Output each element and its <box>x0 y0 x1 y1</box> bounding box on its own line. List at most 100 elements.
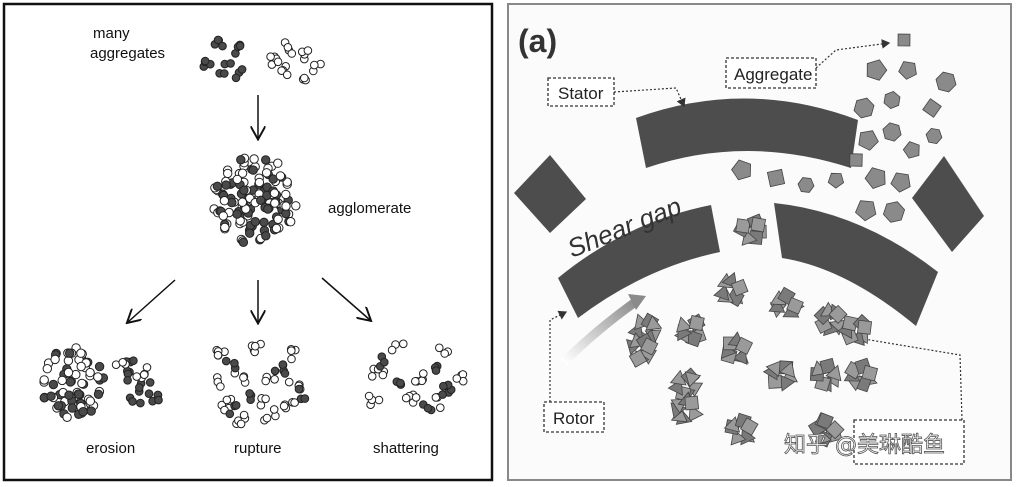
cluster-crystal <box>825 420 845 440</box>
particle <box>248 165 258 175</box>
label-rotor: Rotor <box>553 409 595 428</box>
particle <box>238 237 249 248</box>
particle <box>261 231 271 241</box>
crystal <box>922 98 942 118</box>
rotor-label-box <box>543 401 605 433</box>
particle <box>74 389 84 399</box>
particle <box>262 413 272 423</box>
crystal <box>849 153 863 167</box>
particle <box>250 217 261 227</box>
aggregate-pointer <box>815 39 891 69</box>
particle <box>39 375 49 385</box>
agglomerate-particles <box>209 153 301 248</box>
particle <box>76 361 86 372</box>
rotor-piece-left <box>558 205 720 318</box>
particle <box>266 52 275 62</box>
particle <box>269 188 280 198</box>
particle <box>438 390 447 399</box>
particle <box>145 378 155 387</box>
particle <box>85 396 96 406</box>
particle <box>221 356 231 366</box>
particle <box>280 369 290 378</box>
cluster-crystal <box>816 412 834 430</box>
particle <box>270 366 280 376</box>
crystal <box>897 33 911 47</box>
cluster-crystal <box>786 296 804 315</box>
cluster-crystal <box>734 336 754 355</box>
crystal <box>858 130 879 151</box>
label-erosion: erosion <box>86 440 135 457</box>
rotation-arrowhead <box>628 294 646 310</box>
particle <box>374 395 384 405</box>
particle <box>399 339 408 349</box>
particle <box>281 201 291 211</box>
particle <box>270 375 279 384</box>
particle <box>300 394 310 403</box>
particle <box>132 372 141 381</box>
particle <box>220 69 229 78</box>
particle <box>290 398 299 407</box>
arrow-to-erosion <box>128 279 176 322</box>
particle <box>273 214 283 225</box>
panel-label-a: (a) <box>518 23 557 59</box>
particle <box>78 407 88 417</box>
particle <box>435 343 444 353</box>
particle <box>46 391 56 401</box>
particle <box>64 390 74 400</box>
particle <box>219 196 230 206</box>
particle <box>411 377 420 386</box>
particle <box>256 195 266 206</box>
particle <box>144 389 154 399</box>
particle <box>287 354 296 364</box>
crystal <box>882 122 902 142</box>
aggregate-crystals <box>731 33 957 223</box>
crystal <box>797 177 815 193</box>
particle <box>77 378 87 389</box>
particle <box>231 73 241 83</box>
particle <box>270 198 280 208</box>
particle <box>128 397 137 406</box>
agglomerate-clusters <box>626 213 879 448</box>
cluster-crystal <box>730 278 749 297</box>
particle <box>300 73 309 83</box>
crystal <box>766 168 786 188</box>
particle <box>85 367 95 378</box>
particle <box>231 401 241 410</box>
particle <box>423 403 433 413</box>
particle <box>436 403 445 413</box>
particle <box>67 403 78 413</box>
particle <box>452 374 462 383</box>
particle <box>220 222 230 233</box>
cluster-crystal <box>825 364 842 382</box>
particle <box>367 372 377 381</box>
crystal <box>827 172 845 189</box>
label-shattering: shattering <box>373 440 439 457</box>
particle <box>254 177 265 188</box>
particle <box>93 389 104 399</box>
breakup-mechanisms-panel: many aggregates agglomerate erosion rupt… <box>0 0 496 487</box>
shattering-particles <box>364 339 468 415</box>
crystal <box>866 59 888 81</box>
particle <box>245 389 254 398</box>
particle <box>225 409 235 419</box>
cluster-crystal <box>684 395 700 411</box>
particle <box>212 181 223 192</box>
crystal <box>883 91 901 109</box>
particle <box>63 367 74 378</box>
particle <box>232 209 242 219</box>
crystal <box>898 61 917 80</box>
rotor-stator-panel: (a) Shear gap Stator Aggregate <box>506 0 1017 487</box>
particle <box>239 373 248 382</box>
particle <box>380 357 389 367</box>
particle <box>50 354 60 365</box>
crystal <box>935 71 957 93</box>
particle <box>200 56 210 66</box>
particle <box>139 370 149 380</box>
cluster-crystal <box>628 349 648 368</box>
cluster-crystal <box>676 316 693 333</box>
particle <box>237 65 247 74</box>
particle <box>136 398 145 408</box>
particle <box>245 228 255 238</box>
label-agglomerate: agglomerate <box>328 200 411 217</box>
particle <box>303 46 313 55</box>
